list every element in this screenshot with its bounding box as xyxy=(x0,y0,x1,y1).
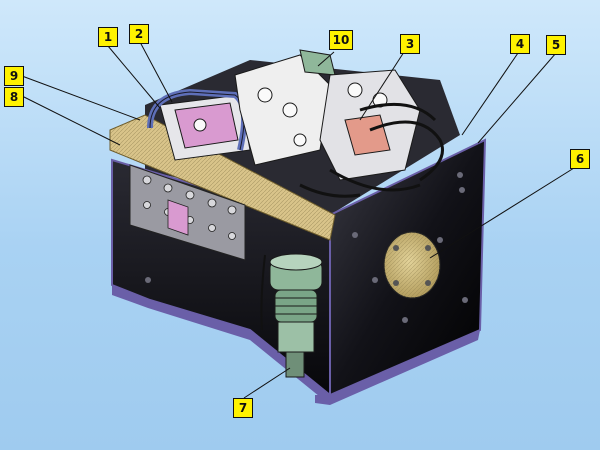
plate-bolts xyxy=(145,172,468,323)
leader-lines xyxy=(21,41,575,399)
callout-label-8: 8 xyxy=(4,87,24,107)
callout-label-3: 3 xyxy=(400,34,420,54)
callout-label-5: 5 xyxy=(546,35,566,55)
callout-label-10: 10 xyxy=(329,30,353,50)
terminal-screws xyxy=(142,175,237,240)
wiring-harness xyxy=(299,102,444,198)
callout-label-6: 6 xyxy=(570,149,590,169)
callout-label-2: 2 xyxy=(129,24,149,44)
callout-label-9: 9 xyxy=(4,66,24,86)
round-cover xyxy=(383,231,441,299)
pink-clamp xyxy=(167,199,189,236)
callout-label-7: 7 xyxy=(233,398,253,418)
contact-mechanism xyxy=(147,49,421,181)
right-plate-lip xyxy=(315,330,480,405)
callout-label-1: 1 xyxy=(98,27,118,47)
left-bottom-flange xyxy=(112,285,330,405)
coil-actuator xyxy=(260,253,323,378)
callout-label-4: 4 xyxy=(510,34,530,54)
